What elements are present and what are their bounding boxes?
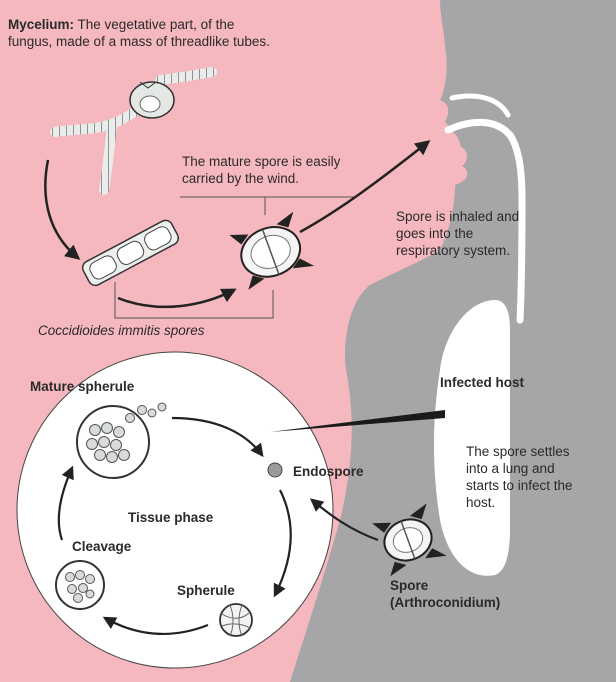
- spores-caption: Coccidioides immitis spores: [38, 322, 278, 339]
- mycelium-label: Mycelium: The vegetative part, of the fu…: [8, 16, 270, 50]
- infected-host-label: Infected host: [440, 374, 550, 391]
- mycelium-term: Mycelium:: [8, 17, 74, 32]
- spore-label-line1: Spore: [390, 578, 428, 593]
- spore-label-line2: (Arthroconidium): [390, 595, 500, 610]
- spherule-label: Spherule: [177, 582, 257, 599]
- inhaled-note: Spore is inhaled and goes into the respi…: [396, 208, 524, 259]
- mature-spore-note: The mature spore is easily carried by th…: [182, 153, 350, 187]
- cleavage-illustration: [56, 561, 104, 609]
- mature-spherule-label: Mature spherule: [30, 378, 180, 395]
- endospore-dot: [268, 463, 282, 477]
- endospore-label: Endospore: [293, 463, 383, 480]
- settles-note: The spore settles into a lung and starts…: [466, 443, 584, 511]
- tissue-phase-title: Tissue phase: [128, 509, 238, 526]
- cleavage-label: Cleavage: [72, 538, 162, 555]
- spherule-illustration: [220, 604, 252, 636]
- spore-label: Spore (Arthroconidium): [390, 577, 520, 611]
